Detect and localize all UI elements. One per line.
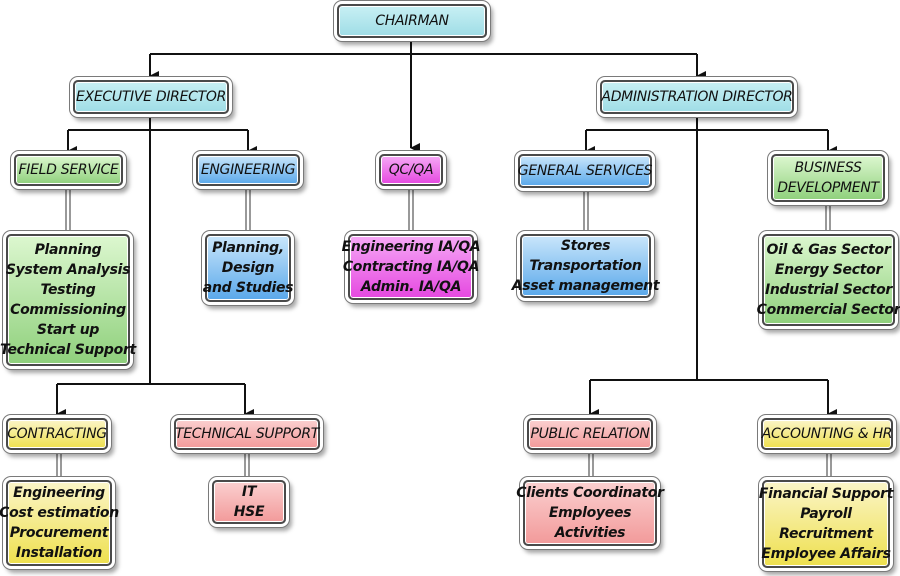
list-item: Payroll xyxy=(800,506,852,522)
list-item: and Studies xyxy=(202,280,294,296)
list-item: Financial Support xyxy=(758,486,894,502)
list-item: Employees xyxy=(548,505,632,521)
list-item: Planning xyxy=(34,242,102,258)
public-relation-details: Clients Coordinator Employees Activities xyxy=(516,480,664,546)
accounting-hr-node: ACCOUNTING & HR xyxy=(761,418,893,450)
list-item: Testing xyxy=(40,282,96,298)
list-item: Industrial Sector xyxy=(764,282,892,298)
business-development-title-line: DEVELOPMENT xyxy=(777,180,879,196)
chairman-label: CHAIRMAN xyxy=(375,13,449,29)
executive-director-node: EXECUTIVE DIRECTOR xyxy=(73,80,229,114)
engineering-details: Planning, Design and Studies xyxy=(202,234,294,302)
list-item: Engineering xyxy=(13,485,105,501)
public-relation-node: PUBLIC RELATION xyxy=(527,418,653,450)
list-item: Commercial Sector xyxy=(756,302,900,318)
engineering-node: ENGINEERING xyxy=(196,154,300,186)
list-item: Contracting IA/QA xyxy=(342,259,480,275)
list-item: Cost estimation xyxy=(0,505,119,521)
field-service-title: FIELD SERVICE xyxy=(18,162,119,178)
list-item: Procurement xyxy=(9,525,109,541)
qcqa-title: QC/QA xyxy=(388,162,434,178)
general-services-title: GENERAL SERVICES xyxy=(517,163,653,179)
list-item: Employee Affairs xyxy=(761,546,891,562)
list-item: Oil & Gas Sector xyxy=(766,242,891,258)
engineering-title: ENGINEERING xyxy=(200,162,296,178)
list-item: System Analysis xyxy=(5,262,131,278)
public-relation-title: PUBLIC RELATION xyxy=(530,426,650,442)
list-item: Commissioning xyxy=(10,302,126,318)
list-item: Installation xyxy=(15,545,103,561)
technical-support-details: IT HSE xyxy=(212,480,286,524)
list-item: Technical Support xyxy=(0,342,136,358)
general-services-node: GENERAL SERVICES xyxy=(517,154,653,188)
list-item: HSE xyxy=(233,504,265,520)
list-item: Design xyxy=(221,260,275,276)
contracting-title: CONTRACTING xyxy=(7,426,107,442)
contracting-node: CONTRACTING xyxy=(6,418,108,450)
list-item: Energy Sector xyxy=(774,262,883,278)
qcqa-details: Engineering IA/QA Contracting IA/QA Admi… xyxy=(342,234,481,300)
business-development-details: Oil & Gas Sector Energy Sector Industria… xyxy=(757,234,900,326)
technical-support-title: TECHNICAL SUPPORT xyxy=(174,426,320,442)
list-item: IT xyxy=(241,484,257,500)
list-item: Engineering IA/QA xyxy=(341,239,481,255)
list-item: Start up xyxy=(36,322,100,338)
list-item: Transportation xyxy=(529,258,642,274)
qcqa-node: QC/QA xyxy=(379,154,443,186)
field-service-details: Planning System Analysis Testing Commiss… xyxy=(0,234,136,366)
list-item: Recruitment xyxy=(779,526,873,542)
list-item: Stores xyxy=(560,238,611,254)
general-services-details: Stores Transportation Asset management xyxy=(512,234,660,298)
accounting-hr-details: Financial Support Payroll Recruitment Em… xyxy=(758,480,894,568)
technical-support-node: TECHNICAL SUPPORT xyxy=(174,418,320,450)
field-service-node: FIELD SERVICE xyxy=(14,154,123,186)
administration-director-node: ADMINISTRATION DIRECTOR xyxy=(600,80,794,114)
contracting-details: Engineering Cost estimation Procurement … xyxy=(0,480,119,566)
business-development-node: BUSINESS DEVELOPMENT xyxy=(771,154,885,202)
list-item: Activities xyxy=(554,525,626,541)
list-item: Asset management xyxy=(511,278,660,294)
administration-director-label: ADMINISTRATION DIRECTOR xyxy=(601,89,793,105)
list-item: Admin. IA/QA xyxy=(360,279,462,295)
chairman-node: CHAIRMAN xyxy=(337,4,487,38)
business-development-title-line: BUSINESS xyxy=(794,160,862,176)
list-item: Clients Coordinator xyxy=(516,485,664,501)
accounting-hr-title: ACCOUNTING & HR xyxy=(761,426,893,442)
executive-director-label: EXECUTIVE DIRECTOR xyxy=(75,89,226,105)
list-item: Planning, xyxy=(212,240,284,256)
